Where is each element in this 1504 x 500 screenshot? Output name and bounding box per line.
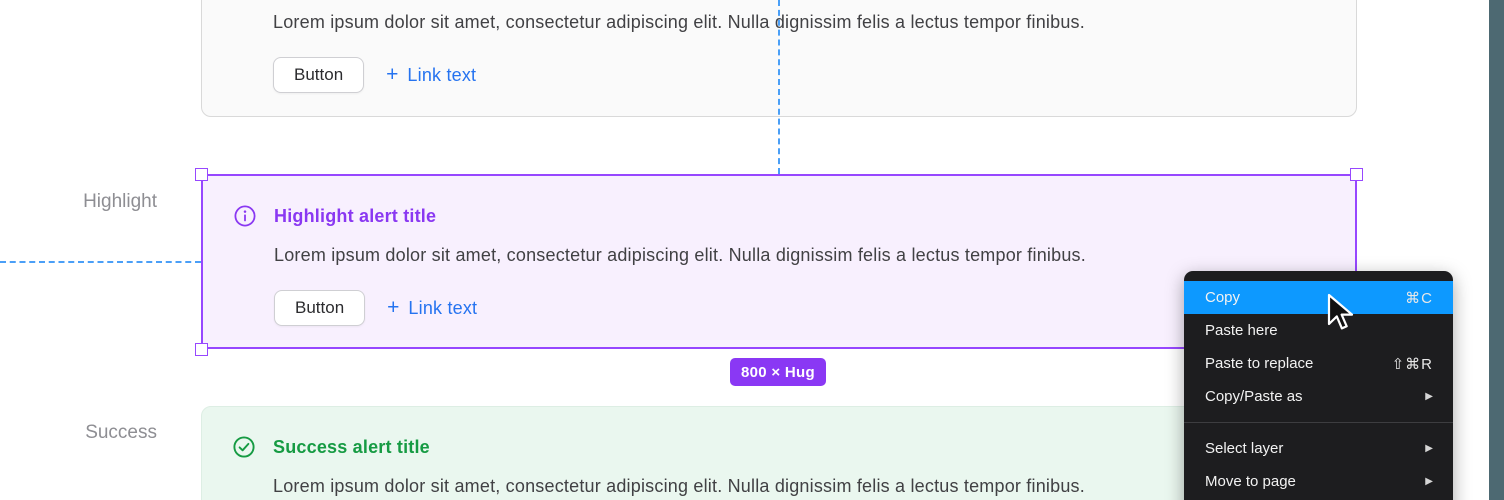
submenu-arrow-icon: ▶: [1425, 391, 1433, 402]
menu-item-paste-to-replace[interactable]: Paste to replace ⇧⌘R: [1184, 347, 1453, 380]
alert-actions: Button + Link text: [273, 57, 476, 93]
section-label-highlight: Highlight: [83, 191, 157, 212]
alert-button[interactable]: Button: [273, 57, 365, 93]
horizontal-guide-line: [0, 261, 201, 263]
selection-handle-top-right[interactable]: [1350, 168, 1363, 181]
menu-item-label: Paste here: [1205, 322, 1278, 339]
selection-handle-top-left[interactable]: [195, 168, 208, 181]
vertical-guide-line: [778, 0, 780, 174]
plus-icon: +: [387, 296, 400, 319]
context-menu: Copy ⌘C Paste here Paste to replace ⇧⌘R …: [1184, 271, 1453, 500]
menu-item-shortcut: ⌘C: [1405, 289, 1433, 307]
menu-item-label: Paste to replace: [1205, 355, 1314, 372]
alert-link[interactable]: + Link text: [386, 63, 477, 86]
menu-item-copy-paste-as[interactable]: Copy/Paste as ▶: [1184, 380, 1453, 413]
menu-item-label: Select layer: [1205, 440, 1284, 457]
menu-separator: [1184, 422, 1453, 423]
alert-title: Highlight alert title: [274, 206, 437, 226]
submenu-arrow-icon: ▶: [1425, 476, 1433, 487]
alert-title: Success alert title: [273, 437, 430, 457]
menu-item-copy[interactable]: Copy ⌘C: [1184, 281, 1453, 314]
menu-item-label: Copy: [1205, 289, 1241, 306]
plus-icon: +: [386, 63, 399, 86]
submenu-arrow-icon: ▶: [1425, 443, 1433, 454]
link-label: Link text: [407, 64, 477, 85]
section-label-success: Success: [85, 422, 157, 443]
menu-item-label: Copy/Paste as: [1205, 388, 1303, 405]
alert-body-text: Lorem ipsum dolor sit amet, consectetur …: [274, 245, 1086, 265]
menu-item-label: Move to page: [1205, 473, 1296, 490]
menu-item-paste-here[interactable]: Paste here: [1184, 314, 1453, 347]
selection-handle-bottom-left[interactable]: [195, 343, 208, 356]
menu-item-select-layer[interactable]: Select layer ▶: [1184, 432, 1453, 465]
link-label: Link text: [408, 297, 478, 318]
side-panel-strip: [1489, 0, 1504, 500]
alert-button[interactable]: Button: [274, 290, 366, 326]
alert-body-text: Lorem ipsum dolor sit amet, consectetur …: [273, 12, 1085, 32]
selection-size-badge: 800 × Hug: [730, 358, 826, 386]
info-circle-icon: [234, 205, 256, 227]
alert-body-text: Lorem ipsum dolor sit amet, consectetur …: [273, 476, 1085, 496]
check-circle-icon: [233, 436, 255, 458]
alert-card-highlight[interactable]: Highlight alert title Lorem ipsum dolor …: [201, 174, 1357, 349]
alert-link[interactable]: + Link text: [387, 296, 478, 319]
alert-actions: Button + Link text: [274, 290, 477, 326]
alert-card-success[interactable]: Success alert title Lorem ipsum dolor si…: [201, 406, 1357, 500]
menu-item-move-to-page[interactable]: Move to page ▶: [1184, 465, 1453, 498]
mouse-cursor-icon: [1327, 293, 1354, 330]
menu-item-shortcut: ⇧⌘R: [1391, 355, 1433, 373]
